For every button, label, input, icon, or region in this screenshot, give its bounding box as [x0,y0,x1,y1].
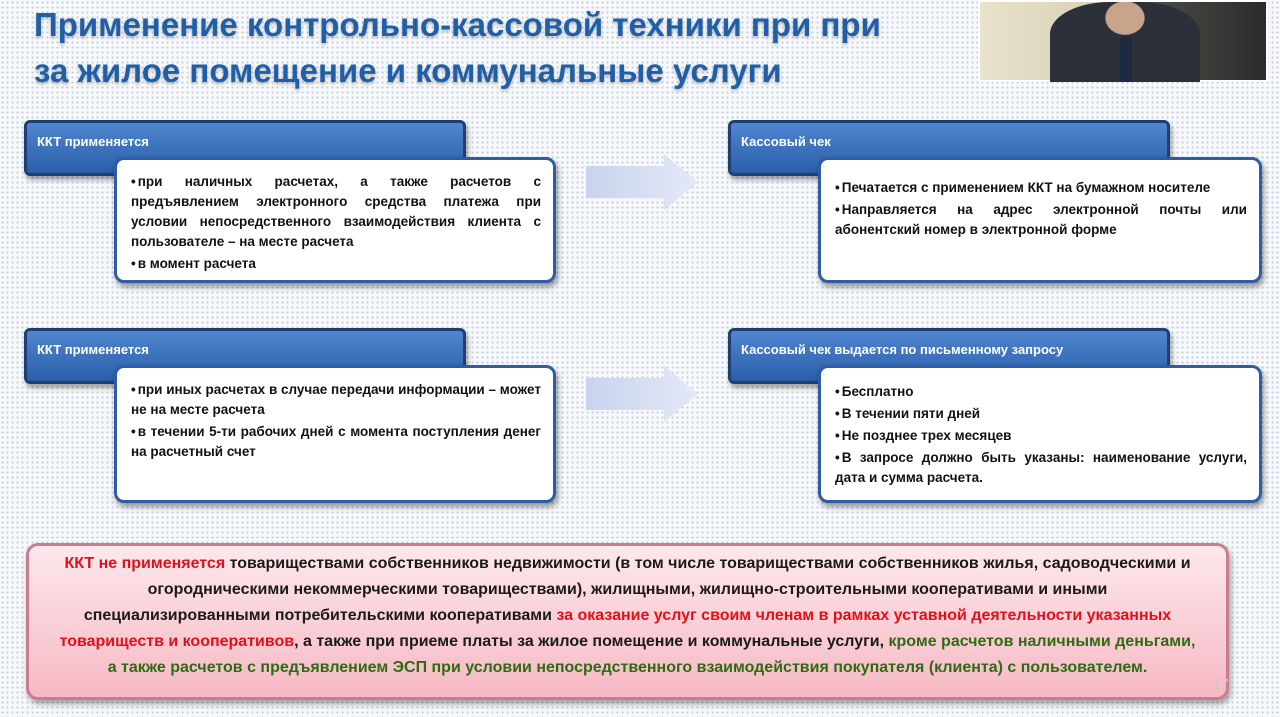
list-item: при иных расчетах в случае передачи инфо… [131,380,541,420]
speaker-tie [1120,37,1132,82]
arrow-right-icon [582,364,702,424]
right-bottom-list: Бесплатно В течении пяти дней Не позднее… [835,382,1247,488]
list-item: Печатается с применением ККТ на бумажном… [835,178,1247,198]
left-bottom-list: при иных расчетах в случае передачи инфо… [131,380,541,462]
slide-title-line1: Применение контрольно-кассовой техники п… [34,2,984,48]
speaker-video-thumbnail [978,0,1268,82]
slide-title: Применение контрольно-кассовой техники п… [34,2,984,94]
list-item: Направляется на адрес электронной почты … [835,200,1247,240]
note-red-lead: ККТ не применяется [64,555,225,572]
right-bottom-header-label: Кассовый чек выдается по письменному зап… [741,342,1063,357]
right-top-card: Печатается с применением ККТ на бумажном… [818,157,1262,283]
arrow-right-icon [582,152,702,212]
left-top-list: при наличных расчетах, а также расчетов … [131,172,541,274]
list-item: В запросе должно быть указаны: наименова… [835,448,1247,488]
right-bottom-card: Бесплатно В течении пяти дней Не позднее… [818,365,1262,503]
list-item: Не позднее трех месяцев [835,426,1247,446]
page-number: 17 [1212,676,1229,693]
right-top-list: Печатается с применением ККТ на бумажном… [835,178,1247,240]
exemption-note: ККТ не применяется товариществами собств… [26,543,1229,700]
left-bottom-card: при иных расчетах в случае передачи инфо… [114,365,556,503]
right-top-header-label: Кассовый чек [741,134,831,149]
list-item: в течении 5-ти рабочих дней с момента по… [131,422,541,462]
note-text-2: , а также при приеме платы за жилое поме… [294,633,888,650]
list-item: В течении пяти дней [835,404,1247,424]
list-item: в момент расчета [131,254,541,274]
list-item: при наличных расчетах, а также расчетов … [131,172,541,252]
list-item: Бесплатно [835,382,1247,402]
left-top-card: при наличных расчетах, а также расчетов … [114,157,556,283]
left-bottom-header-label: ККТ применяется [37,342,149,357]
slide-title-line2: за жилое помещение и коммунальные услуги [34,48,984,94]
left-top-header-label: ККТ применяется [37,134,149,149]
